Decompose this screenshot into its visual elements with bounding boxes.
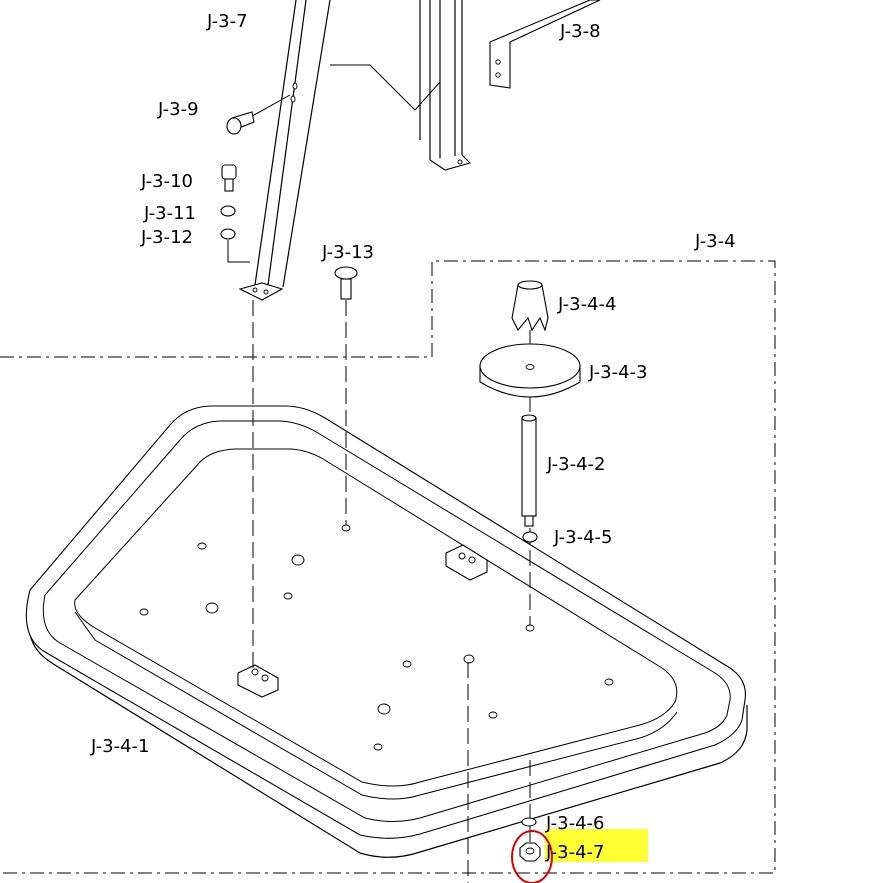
label-j311: J-3-11 (143, 203, 196, 224)
screw-j39 (226, 111, 255, 135)
washer-j346 (521, 817, 537, 827)
leader-line (227, 240, 250, 263)
washer-j312 (220, 228, 236, 240)
label-j313: J-3-13 (321, 242, 374, 263)
upright-post (419, 0, 601, 171)
disc-j343 (479, 343, 581, 398)
label-j343: J-3-4-3 (588, 362, 648, 383)
red-circle-annotation (511, 830, 553, 883)
label-j344: J-3-4-4 (557, 294, 617, 315)
label-j341: J-3-4-1 (90, 736, 150, 757)
label-j310: J-3-10 (140, 171, 193, 192)
frame-leg (238, 0, 441, 301)
label-j38: J-3-8 (559, 21, 601, 42)
label-j346: J-3-4-6 (545, 813, 605, 834)
bolt-j310 (221, 164, 237, 192)
label-j342: J-3-4-2 (546, 454, 606, 475)
foot-cap-j344 (511, 280, 549, 332)
nut-j347 (519, 842, 541, 862)
washer-j311 (220, 205, 236, 217)
washer-j345 (522, 531, 538, 543)
rod-j342 (521, 414, 537, 527)
label-j345: J-3-4-5 (553, 527, 613, 548)
label-j347: J-3-4-7 (545, 842, 605, 863)
assembly-boundary-j34 (0, 260, 776, 874)
base-tray (25, 405, 748, 858)
label-j39: J-3-9 (157, 99, 199, 120)
highlight-marker (545, 829, 648, 862)
label-j34: J-3-4 (694, 231, 736, 252)
screw-j313 (334, 266, 358, 300)
label-j37: J-3-7 (206, 11, 248, 32)
label-j312: J-3-12 (140, 227, 193, 248)
